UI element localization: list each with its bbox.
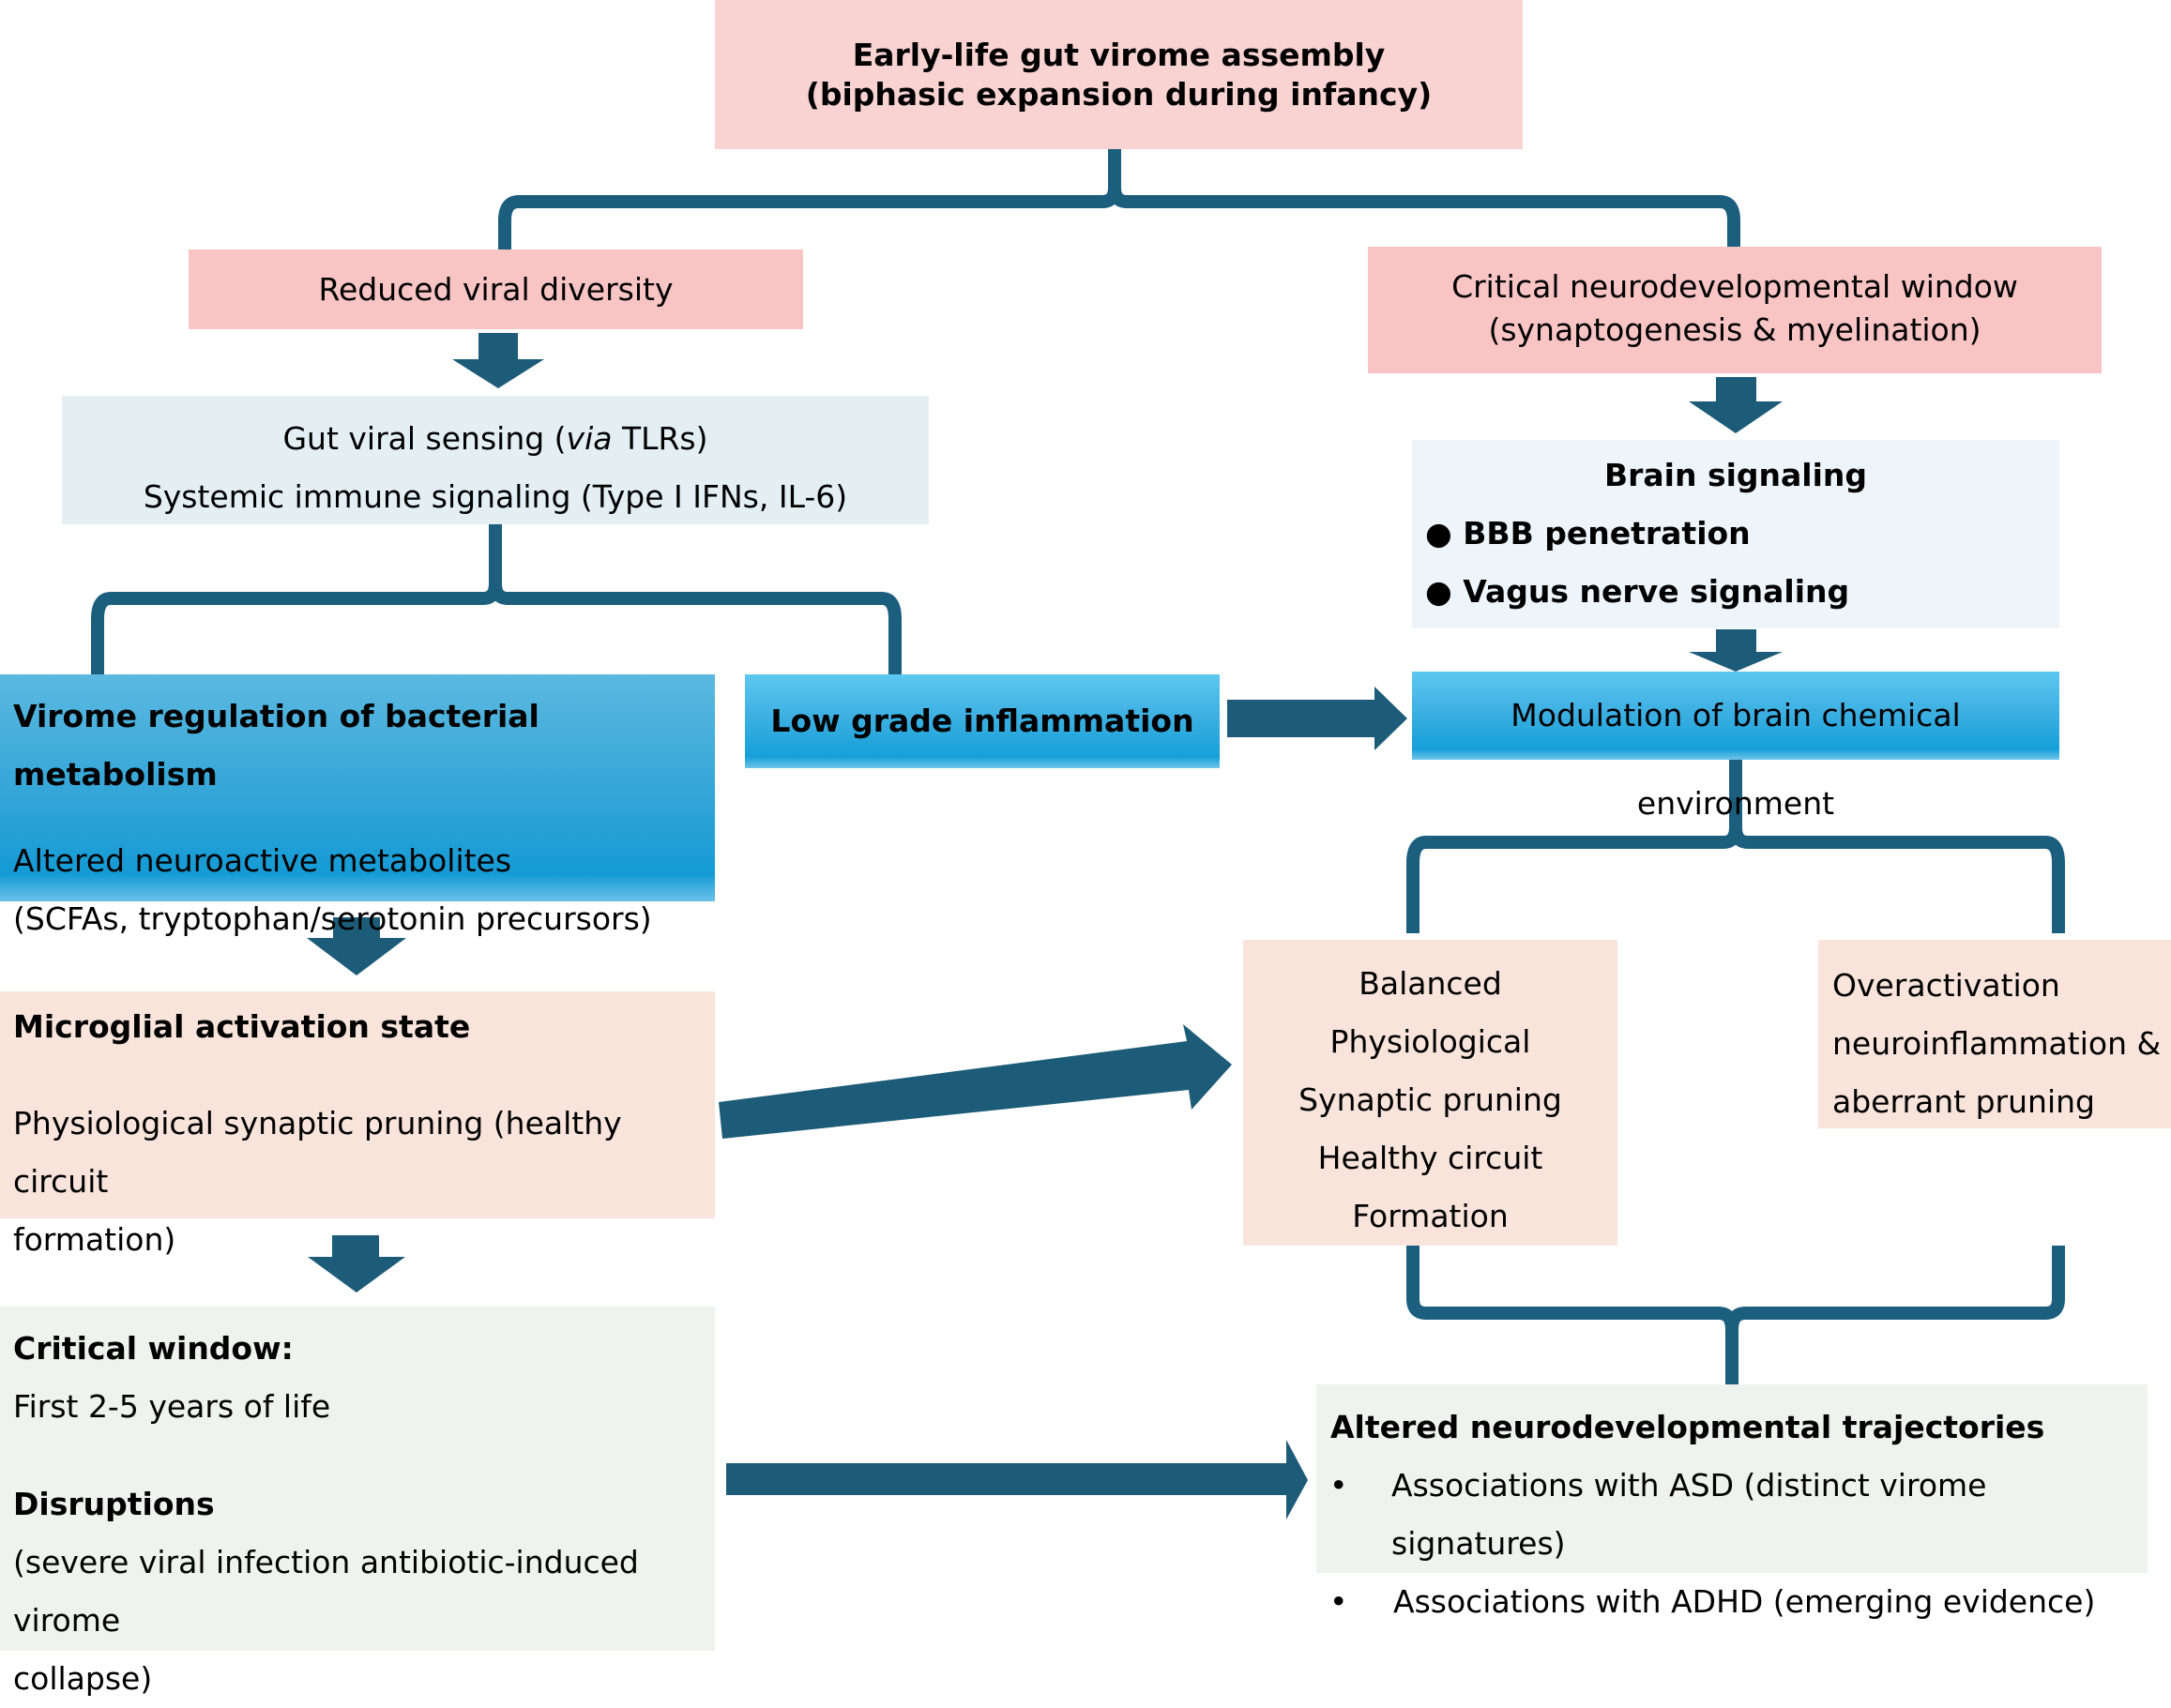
microglial-line2: formation) [13, 1221, 176, 1258]
brain-signaling-item-bbb: ● BBB penetration [1425, 515, 1751, 552]
overactivation-line-1: Overactivation [1832, 967, 2060, 1004]
systemic-immune-line: Systemic immune signaling (Type I IFNs, … [143, 478, 848, 515]
microglial-title: Microglial activation state [13, 1008, 471, 1045]
brace-top [498, 149, 1740, 249]
low-grade-inflammation-box: Low grade inflammation [745, 674, 1220, 768]
balanced-line-5: Formation [1352, 1198, 1509, 1234]
sensing-italic-via: via [566, 420, 613, 457]
critical-window-title: Critical window: [13, 1330, 294, 1367]
reduced-viral-diversity-text: Reduced viral diversity [318, 271, 674, 308]
arrow-down-brain [1689, 629, 1783, 672]
modulation-brain-chemical-box: Modulation of brain chemical environment [1412, 672, 2059, 822]
gut-viral-sensing-line1: Gut viral sensing (via TLRs) [62, 410, 929, 468]
brain-signaling-box: Brain signaling ● BBB penetration ● Vagu… [1412, 440, 2059, 628]
critical-window-box: Critical window: First 2-5 years of life… [0, 1307, 715, 1697]
virome-regulation-title: Virome regulation of bacterial metabolis… [13, 698, 539, 793]
balanced-line-1: Balanced [1359, 965, 1502, 1002]
altered-title: Altered neurodevelopmental trajectories [1330, 1409, 2045, 1445]
altered-trajectories-box: Altered neurodevelopmental trajectories … [1316, 1384, 2148, 1620]
modulation-text: Modulation of brain chemical environment [1511, 697, 1961, 822]
altered-item-asd: • Associations with ASD (distinct virome… [1316, 1457, 2148, 1573]
balanced-pruning-box: Balanced Physiological Synaptic pruning … [1243, 940, 1617, 1246]
overactivation-box: Overactivation neuroinflammation & aberr… [1818, 940, 2171, 1128]
balanced-line-3: Synaptic pruning [1298, 1081, 1562, 1118]
altered-item-asd-text: Associations with ASD (distinct virome s… [1391, 1467, 1987, 1562]
top-title-line1: Early-life gut virome assembly [852, 37, 1386, 73]
microglial-activation-box: Microglial activation state Physiologica… [0, 991, 715, 1258]
microglial-line1: Physiological synaptic pruning (healthy … [13, 1105, 622, 1200]
critical-neuro-line2: (synaptogenesis & myelination) [1488, 311, 1981, 348]
virome-regulation-line1: Altered neuroactive metabolites [13, 842, 512, 879]
disruptions-line2: collapse) [13, 1660, 153, 1697]
sensing-prefix: Gut viral sensing ( [282, 420, 567, 457]
altered-item-adhd-text: Associations with ADHD (emerging evidenc… [1393, 1583, 2096, 1620]
virome-regulation-line2: (SCFAs, tryptophan/serotonin precursors) [13, 900, 652, 937]
gut-viral-sensing-box: Gut viral sensing (via TLRs) Systemic im… [62, 396, 929, 524]
bullet-icon: • [1329, 1583, 1348, 1620]
overactivation-line-3: aberrant pruning [1832, 1083, 2095, 1120]
top-box-virome-assembly: Early-life gut virome assembly (biphasic… [715, 0, 1523, 149]
disruptions-line1: (severe viral infection antibiotic-induc… [13, 1544, 639, 1639]
altered-item-adhd: • Associations with ADHD (emerging evide… [1316, 1573, 2148, 1631]
disruptions-title: Disruptions [13, 1486, 215, 1522]
brain-signaling-title: Brain signaling [1603, 457, 1868, 493]
brace-sensing [91, 524, 902, 674]
balanced-line-2: Physiological [1329, 1023, 1531, 1060]
critical-neuro-line1: Critical neurodevelopmental window [1451, 268, 2018, 305]
arrow-right-critical-window [726, 1440, 1308, 1519]
bullet-icon: • [1329, 1467, 1348, 1504]
arrow-down-critical [1689, 377, 1783, 433]
virome-regulation-box: Virome regulation of bacterial metabolis… [0, 674, 715, 937]
arrow-diagonal-microglial [719, 1024, 1232, 1139]
low-grade-inflammation-text: Low grade inflammation [770, 703, 1194, 739]
top-title-line2: (biphasic expansion during infancy) [805, 76, 1433, 113]
critical-window-years: First 2-5 years of life [13, 1388, 331, 1425]
critical-neuro-window-box: Critical neurodevelopmental window (syna… [1368, 247, 2102, 373]
sensing-suffix: TLRs) [612, 420, 708, 457]
reduced-viral-diversity-box: Reduced viral diversity [189, 249, 803, 329]
arrow-down-reduced [452, 333, 544, 388]
brace-bottom [1406, 1246, 2065, 1384]
arrow-right-inflammation [1227, 687, 1407, 750]
overactivation-line-2: neuroinflammation & [1832, 1025, 2162, 1062]
balanced-line-4: Healthy circuit [1317, 1140, 1543, 1176]
brain-signaling-item-vagus: ● Vagus nerve signaling [1425, 573, 1850, 610]
